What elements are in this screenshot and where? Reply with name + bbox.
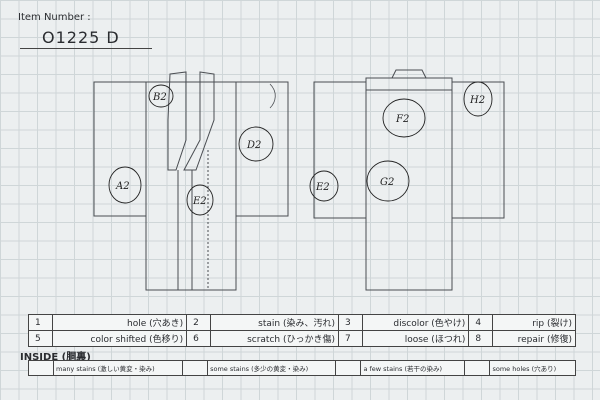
item-number-underline xyxy=(20,48,152,49)
inside-section-title: INSIDE (胴裏) xyxy=(20,352,91,363)
legend-number: 2 xyxy=(186,314,212,331)
inside-checkbox xyxy=(335,360,362,376)
damage-legend-table: 1 hole (穴あき) 2 stain (染み、汚れ) 3 discolor … xyxy=(28,314,576,347)
legend-number: 8 xyxy=(468,330,494,347)
marker-label-front-4: E2 xyxy=(192,196,207,207)
back-left-sleeve xyxy=(313,81,367,219)
marker-label-front-3: A2 xyxy=(115,181,130,192)
marker-circle xyxy=(186,184,214,216)
legend-label: stain (染み、汚れ) xyxy=(210,314,339,331)
inside-label: many stains (激しい黄変・染み) xyxy=(52,360,184,376)
legend-row: 1 hole (穴あき) 2 stain (染み、汚れ) 3 discolor … xyxy=(28,314,576,331)
inside-checkbox xyxy=(182,360,209,376)
legend-number: 7 xyxy=(337,330,363,347)
back-markers xyxy=(309,81,493,202)
marker-circle xyxy=(382,98,426,138)
front-collar-left xyxy=(167,71,187,171)
front-markers xyxy=(108,84,274,216)
inside-row: many stains (激しい黄変・染み) some stains (多少の黄… xyxy=(28,360,576,376)
legend-number: 6 xyxy=(186,330,212,347)
marker-label-back-4: G2 xyxy=(380,177,394,188)
inside-label: some holes (穴あり) xyxy=(489,360,576,376)
marker-circle xyxy=(366,160,410,202)
legend-label: discolor (色やけ) xyxy=(361,314,470,331)
legend-label: scratch (ひっかき傷) xyxy=(210,330,339,347)
inside-checkbox xyxy=(464,360,491,376)
marker-circle xyxy=(463,81,493,117)
marker-circle xyxy=(108,166,142,204)
marker-label-back-2: H2 xyxy=(469,95,485,106)
back-collar xyxy=(391,69,427,79)
marker-circle xyxy=(309,170,339,202)
marker-label-front-1: B2 xyxy=(152,92,167,103)
inside-checkbox xyxy=(28,360,54,376)
inside-condition-table: many stains (激しい黄変・染み) some stains (多少の黄… xyxy=(28,360,576,376)
item-number-value: O1225 D xyxy=(42,28,120,47)
legend-number: 4 xyxy=(468,314,494,331)
marker-circle xyxy=(238,126,274,162)
back-body xyxy=(365,77,453,291)
marker-label-front-2: D2 xyxy=(246,140,261,151)
legend-label: loose (ほつれ) xyxy=(361,330,470,347)
inside-label: a few stains (若干の染み) xyxy=(360,360,466,376)
marker-circle xyxy=(148,84,174,108)
kimono-front xyxy=(93,71,289,291)
marker-label-back-1: F2 xyxy=(395,114,409,125)
legend-number: 3 xyxy=(337,314,363,331)
legend-number: 1 xyxy=(28,314,53,331)
legend-label: hole (穴あき) xyxy=(51,314,188,331)
legend-number: 5 xyxy=(28,330,53,347)
front-body xyxy=(145,81,237,291)
legend-label: repair (修復) xyxy=(492,330,576,347)
legend-row: 5 color shifted (色移り) 6 scratch (ひっかき傷) … xyxy=(28,330,576,347)
legend-label: color shifted (色移り) xyxy=(51,330,188,347)
marker-label-back-3: E2 xyxy=(315,182,330,193)
kimono-diagram: B2 D2 A2 E2 F2 H2 E2 G2 xyxy=(93,69,505,291)
legend-label: rip (裂け) xyxy=(492,314,576,331)
inside-label: some stains (多少の黄変・染み) xyxy=(207,360,337,376)
front-collar-right xyxy=(183,71,215,171)
item-number-label: Item Number : xyxy=(18,12,91,23)
front-right-sleeve xyxy=(235,81,289,217)
